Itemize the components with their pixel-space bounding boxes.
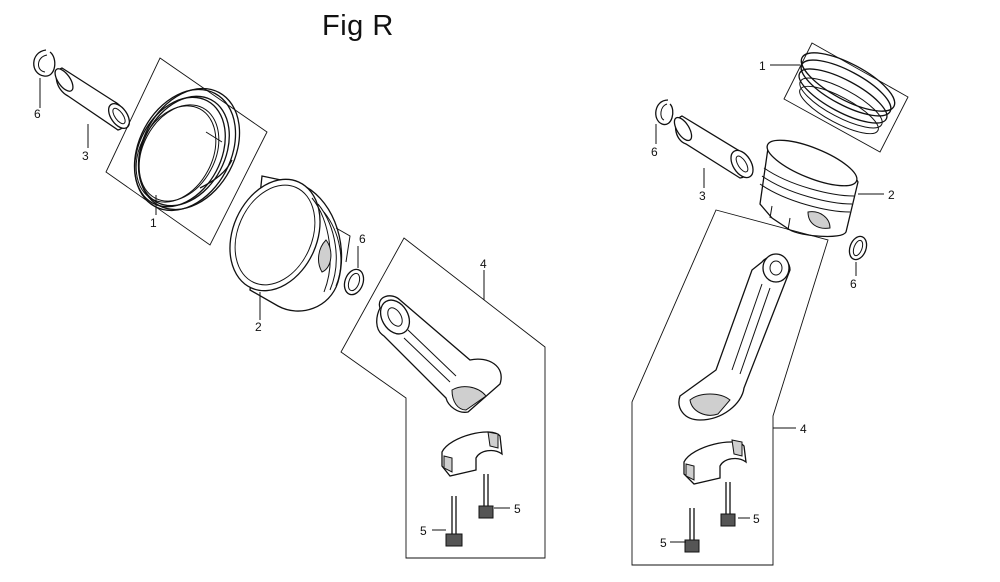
callout-right-1: 1 [759, 59, 766, 73]
left-rod-bolt-a[interactable] [445, 496, 463, 547]
left-pin-clip-a[interactable] [33, 49, 56, 77]
left-rod-frame [340, 237, 546, 559]
left-ring-set-frame [105, 57, 268, 246]
callout-left-4: 4 [480, 257, 487, 271]
right-ring-set-frame [783, 42, 909, 153]
right-rod-bolt-a[interactable] [684, 508, 700, 553]
callout-right-6b: 6 [850, 277, 857, 291]
right-rod-cap[interactable] [683, 439, 747, 485]
left-connecting-rod[interactable] [375, 295, 502, 413]
right-pin-clip-b[interactable] [846, 234, 869, 262]
right-assembly: 1 6 3 2 6 4 5 5 [631, 42, 909, 566]
callout-right-5b: 5 [753, 512, 760, 526]
callout-right-6a: 6 [651, 145, 658, 159]
callout-right-2: 2 [888, 188, 895, 202]
right-piston[interactable] [759, 131, 862, 238]
right-piston-pin[interactable] [671, 115, 758, 182]
right-pin-clip-a[interactable] [655, 99, 674, 126]
callout-left-3: 3 [82, 149, 89, 163]
callout-right-5a: 5 [660, 536, 667, 550]
left-rod-bolt-b[interactable] [478, 474, 494, 519]
callout-left-6a: 6 [34, 107, 41, 121]
left-rod-cap[interactable] [441, 431, 503, 477]
right-connecting-rod[interactable] [678, 253, 791, 421]
left-piston-pin[interactable] [52, 66, 134, 132]
callout-left-6b: 6 [359, 232, 366, 246]
left-piston-rings[interactable] [114, 71, 259, 228]
callout-left-1: 1 [150, 216, 157, 230]
left-pin-clip-b[interactable] [341, 267, 367, 298]
callout-left-2: 2 [255, 320, 262, 334]
left-assembly: 6 3 1 2 6 4 5 5 [33, 49, 546, 559]
callout-right-3: 3 [699, 189, 706, 203]
callout-left-5b: 5 [514, 502, 521, 516]
right-piston-rings[interactable] [792, 42, 902, 142]
left-piston[interactable] [213, 165, 351, 312]
right-rod-bolt-b[interactable] [720, 482, 736, 527]
figure-title: Fig R [322, 10, 394, 42]
right-rod-frame [631, 209, 829, 566]
callout-right-4: 4 [800, 422, 807, 436]
callout-left-5a: 5 [420, 524, 427, 538]
